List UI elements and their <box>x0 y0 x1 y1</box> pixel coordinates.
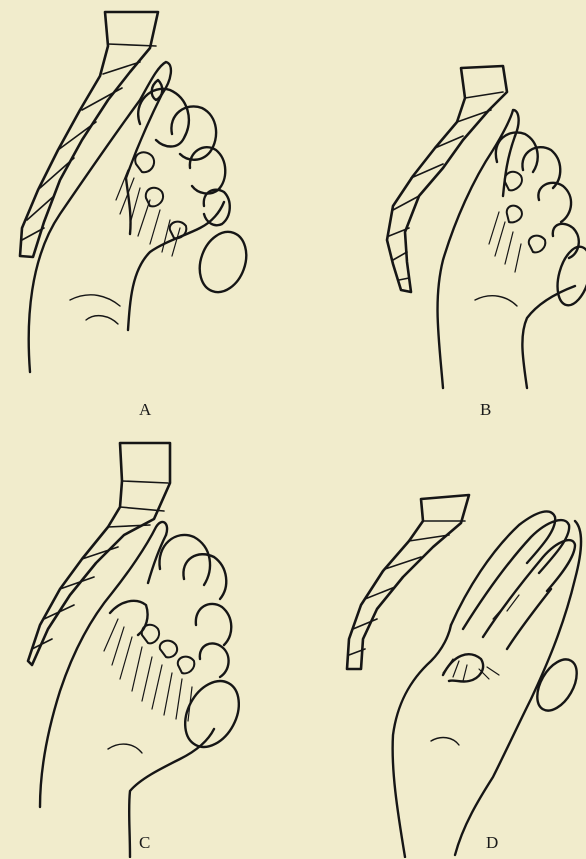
hand <box>438 110 579 388</box>
bow-grip-illustration-c <box>28 443 250 857</box>
panel-a-drawing <box>0 0 293 429</box>
panel-c: C <box>0 429 293 858</box>
panel-label-c: C <box>139 833 151 853</box>
frog-oval <box>174 672 249 756</box>
panel-label-b: B <box>480 400 492 420</box>
panel-c-drawing <box>0 429 293 858</box>
panel-d: D <box>293 429 586 858</box>
bow-grip-illustration-b <box>387 66 586 388</box>
panel-b: B <box>293 0 586 429</box>
hand <box>393 511 581 857</box>
bow-stick <box>20 12 158 257</box>
panel-a: A <box>0 0 293 429</box>
bow-grip-illustration-a <box>20 12 254 372</box>
hand <box>29 62 230 372</box>
bow-stick <box>387 66 507 292</box>
bow-grip-illustration-d <box>347 495 585 857</box>
panel-b-drawing <box>293 0 586 429</box>
panel-label-d: D <box>486 833 499 853</box>
frog-oval <box>552 243 586 309</box>
panel-d-drawing <box>293 429 586 858</box>
bow-stick <box>347 495 469 669</box>
bow-stick <box>28 443 170 665</box>
panel-label-a: A <box>139 400 152 420</box>
frog-oval <box>192 225 255 298</box>
